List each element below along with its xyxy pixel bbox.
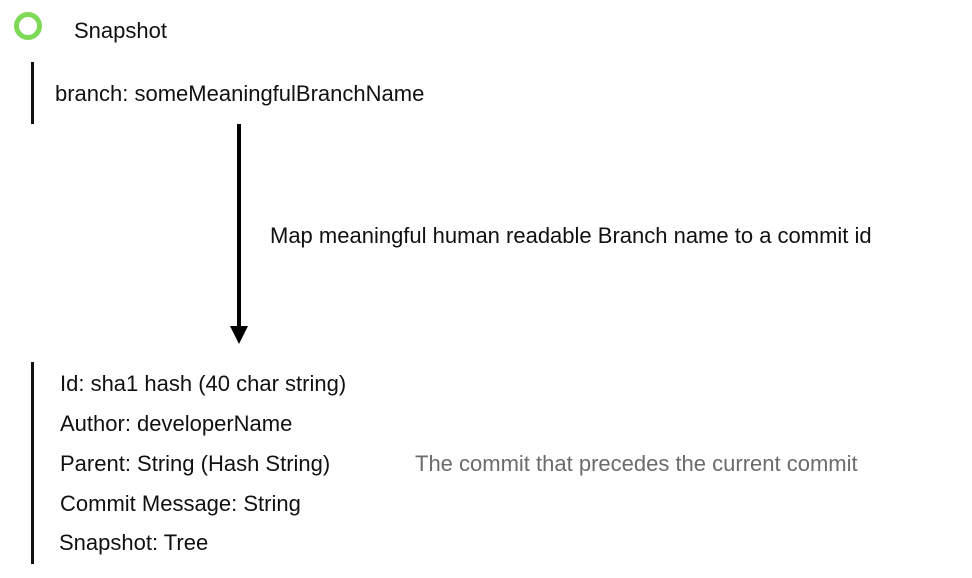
snapshot-node-circle [14, 12, 42, 40]
commit-field-id: Id: sha1 hash (40 char string) [60, 371, 347, 396]
mapping-arrow-label: Map meaningful human readable Branch nam… [270, 223, 872, 248]
mapping-arrow-head [230, 326, 248, 344]
branch-label: branch: someMeaningfulBranchName [55, 81, 425, 106]
commit-field-parent: Parent: String (Hash String) [60, 451, 331, 476]
commit-field-author: Author: developerName [60, 411, 293, 436]
snapshot-title: Snapshot [74, 18, 167, 43]
commit-field-snapshot: Snapshot: Tree [59, 530, 209, 555]
commit-field-message: Commit Message: String [60, 491, 301, 516]
commit-block-bar [31, 362, 34, 564]
branch-block-bar [31, 62, 34, 124]
mapping-arrow-line [237, 124, 241, 328]
parent-annotation: The commit that precedes the current com… [415, 451, 858, 476]
